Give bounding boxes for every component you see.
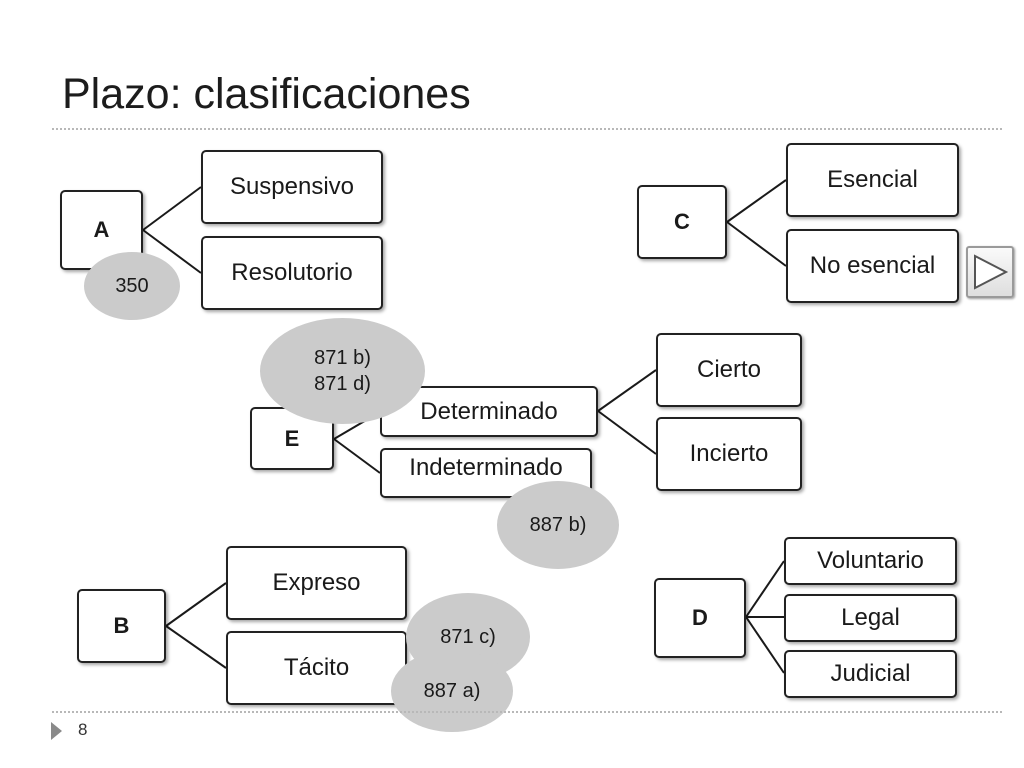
node-judicial: Judicial [784,650,957,698]
connector-e-indeterminado [333,438,381,474]
node-indeterminado: Indeterminado [380,448,592,498]
node-suspensivo: Suspensivo [201,150,383,224]
connector-determinado-cierto [597,369,657,412]
connector-c-no-esencial [726,221,787,267]
node-resolutorio: Resolutorio [201,236,383,310]
node-d: D [654,578,746,658]
next-slide-button[interactable] [966,246,1014,298]
node-tacito: Tácito [226,631,407,705]
connector-d-voluntario [745,560,785,618]
article-871-d: 871 d) [314,373,371,395]
connector-b-tacito [165,625,227,669]
node-b: B [77,589,166,663]
connector-determinado-incierto [597,410,657,455]
connector-a-suspensivo [142,186,202,231]
play-next-icon [974,254,1009,290]
node-incierto: Incierto [656,417,802,491]
article-bubble-871-bd: 871 b) 871 d) [260,318,425,424]
title-divider [52,128,1002,130]
connector-a-resolutorio [142,229,202,274]
node-legal: Legal [784,594,957,642]
node-cierto: Cierto [656,333,802,407]
page-title: Plazo: clasificaciones [62,70,471,118]
footer-divider [52,711,1002,713]
node-expreso: Expreso [226,546,407,620]
page-arrow-icon [51,722,62,740]
article-871-b: 871 b) [314,347,371,369]
article-bubble-887-b: 887 b) [497,481,619,569]
node-c: C [637,185,727,259]
connector-d-judicial [745,616,785,674]
node-esencial: Esencial [786,143,959,217]
article-bubble-350: 350 [84,252,180,320]
connector-b-expreso [165,582,227,627]
article-bubble-887-a: 887 a) [391,650,513,732]
connector-c-esencial [726,179,787,223]
node-no-esencial: No esencial [786,229,959,303]
node-voluntario: Voluntario [784,537,957,585]
page-number: 8 [78,720,88,739]
